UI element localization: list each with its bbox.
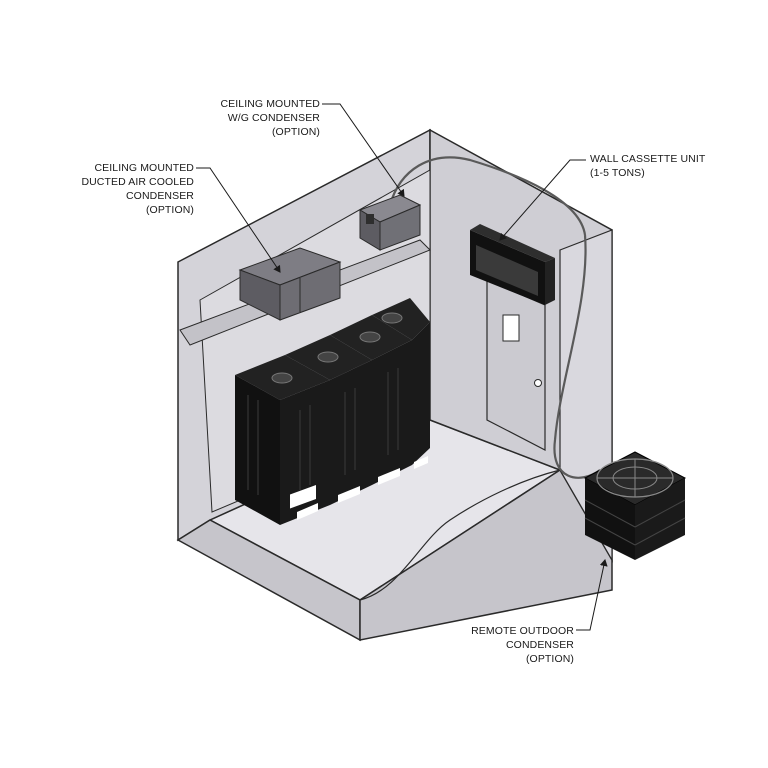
label-line: (OPTION) <box>145 204 194 216</box>
rack-base-vents <box>297 456 428 520</box>
label-line: DUCTED AIR COOLED <box>81 176 194 188</box>
server-rack-icon <box>330 315 412 485</box>
pipe-ceiling <box>388 156 587 236</box>
label-wg-condenser: CEILING MOUNTED W/G CONDENSER (OPTION) <box>198 97 320 139</box>
leader-wall-cassette <box>499 159 586 241</box>
server-rack-icon <box>285 335 372 505</box>
label-line: CEILING MOUNTED <box>220 98 320 110</box>
server-rack-icon <box>372 298 430 465</box>
pipe-down-right <box>553 234 601 479</box>
label-wall-cassette: WALL CASSETTE UNIT (1-5 TONS) <box>590 152 730 180</box>
floor-cut-curve <box>359 469 561 601</box>
label-ducted-condenser: CEILING MOUNTED DUCTED AIR COOLED CONDEN… <box>64 161 194 217</box>
leader-ducted-condenser <box>196 167 281 273</box>
wg-condenser-icon <box>358 194 422 251</box>
ducted-condenser-icon <box>238 247 342 321</box>
leader-wg-condenser <box>322 103 405 197</box>
server-rack-icon <box>235 355 330 525</box>
rack-vent-stripes <box>247 368 399 495</box>
label-line: CONDENSER <box>506 639 574 651</box>
refrigerant-piping <box>388 156 601 479</box>
label-line: WALL CASSETTE UNIT <box>590 153 706 165</box>
leader-lines <box>196 103 608 631</box>
label-line: CEILING MOUNTED <box>94 162 194 174</box>
label-line: (OPTION) <box>271 126 320 138</box>
label-line: CONDENSER <box>126 190 194 202</box>
label-line: REMOTE OUTDOOR <box>471 625 574 637</box>
remote-condenser-icon <box>583 451 687 560</box>
wall-cassette-unit <box>470 224 555 305</box>
label-line: (1-5 TONS) <box>590 167 645 179</box>
label-line: (OPTION) <box>525 653 574 665</box>
door-icon <box>486 279 546 451</box>
label-line: W/G CONDENSER <box>227 112 320 124</box>
label-remote-condenser: REMOTE OUTDOOR CONDENSER (OPTION) <box>448 624 574 666</box>
leader-remote-condenser <box>576 559 608 631</box>
right-cut-edge <box>359 468 613 641</box>
server-racks <box>235 298 430 525</box>
